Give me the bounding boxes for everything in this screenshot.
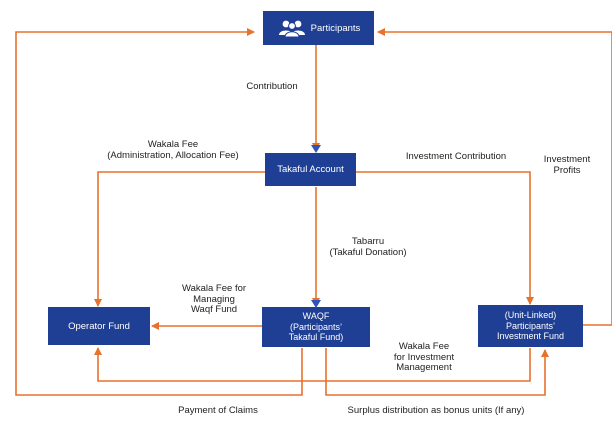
arrow-wakala-fee-investment — [94, 347, 531, 382]
label-investment-profits: Investment Profits — [543, 154, 591, 176]
label-payment-of-claims: Payment of Claims — [178, 405, 258, 416]
takaful-account-node: Takaful Account — [265, 153, 356, 186]
arrow-investment-contribution — [356, 171, 534, 305]
waqf-label: WAQF (Participants’ Takaful Fund) — [288, 311, 344, 343]
label-surplus-distribution: Surplus distribution as bonus units (If … — [347, 405, 525, 416]
investment-fund-label: (Unit-Linked) Participants’ Investment F… — [496, 310, 565, 342]
arrow-payment-of-claims — [15, 28, 303, 396]
operator-fund-node: Operator Fund — [48, 307, 150, 345]
label-investment-contribution: Investment Contribution — [405, 151, 507, 162]
arrowhead-blue-waqf — [311, 300, 321, 308]
arrow-investment-profits — [377, 28, 612, 326]
label-tabarru: Tabarru (Takaful Donation) — [329, 236, 407, 258]
investment-fund-node: (Unit-Linked) Participants’ Investment F… — [478, 305, 583, 347]
waqf-node: WAQF (Participants’ Takaful Fund) — [262, 307, 370, 347]
label-wakala-fee: Wakala Fee (Administration, Allocation F… — [107, 139, 239, 161]
participants-node: Participants — [263, 11, 374, 45]
label-wakala-fee-waqf: Wakala Fee for Managing Waqf Fund — [181, 283, 247, 315]
arrowhead-blue-takaful — [311, 145, 321, 153]
arrow-wakala-fee — [94, 171, 265, 307]
participants-icon — [277, 19, 307, 38]
takaful-account-label: Takaful Account — [277, 164, 344, 175]
label-wakala-fee-investment: Wakala Fee for Investment Management — [393, 341, 455, 373]
arrow-surplus-distribution — [325, 348, 549, 396]
label-contribution: Contribution — [246, 81, 298, 92]
participants-label: Participants — [310, 22, 361, 34]
operator-fund-label: Operator Fund — [68, 320, 130, 332]
